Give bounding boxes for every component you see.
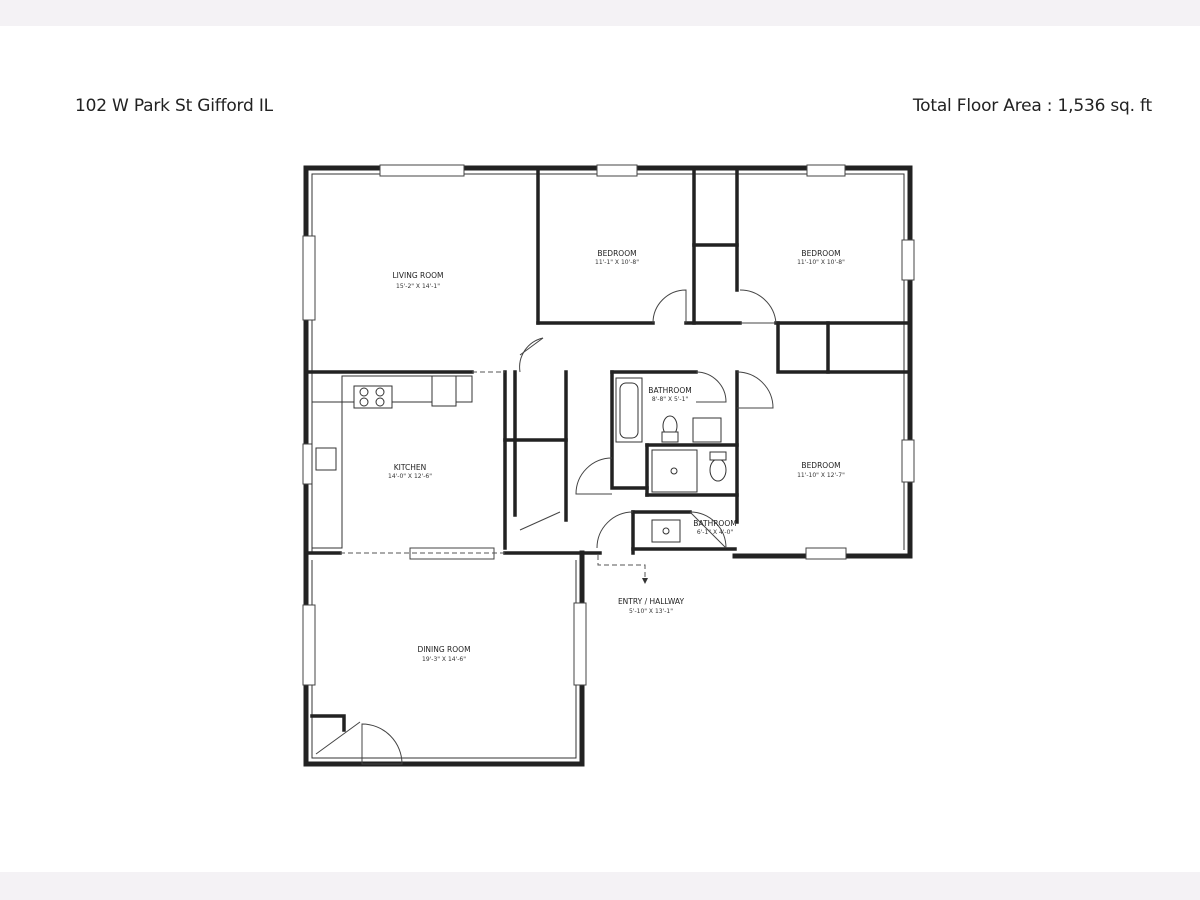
room-labels: LIVING ROOM 15'-2" X 14'-1" BEDROOM 11'-… [388,249,845,663]
entry-hallway-label: ENTRY / HALLWAY [618,597,685,606]
kitchen-label: KITCHEN [394,463,427,472]
kitchen-dims: 14'-0" X 12'-6" [388,473,432,480]
bedroom-3-label: BEDROOM [801,461,840,470]
doors [315,289,777,765]
fixtures [311,375,727,549]
living-room-label: LIVING ROOM [392,271,443,280]
bedroom-2-dims: 11'-10" X 10'-8" [797,259,845,266]
bathroom-1-dims: 8'-8" X 5'-1" [652,396,689,403]
bedroom-1-dims: 11'-1" X 10'-8" [595,259,639,266]
bedroom-1-label: BEDROOM [597,249,636,258]
entry-hallway-dims: 5'-10" X 13'-1" [629,608,673,615]
windows [302,164,915,686]
dining-room-label: DINING ROOM [417,645,470,654]
openings [340,371,648,584]
bathroom-2-dims: 6'-1" X 4'-0" [697,529,734,536]
living-room-dims: 15'-2" X 14'-1" [396,283,440,290]
interior-walls [304,170,912,732]
total-floor-area: Total Floor Area : 1,536 sq. ft [912,96,1152,116]
bathroom-2-label: BATHROOM [693,519,736,528]
bathroom-1-label: BATHROOM [648,386,691,395]
bedroom-3-dims: 11'-10" X 12'-7" [797,472,845,479]
property-address: 102 W Park St Gifford IL [75,96,273,116]
dining-room-dims: 19'-3" X 14'-6" [422,656,466,663]
bedroom-2-label: BEDROOM [801,249,840,258]
